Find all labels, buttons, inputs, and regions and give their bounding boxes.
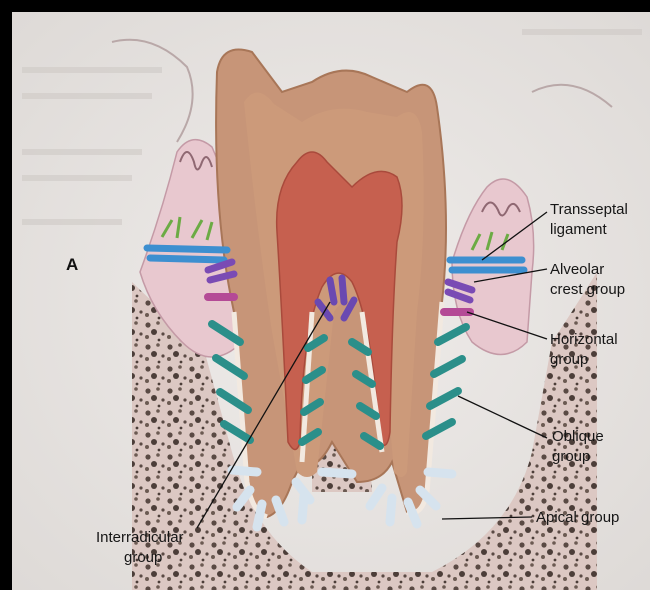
- svg-text:ligament: ligament: [550, 221, 608, 238]
- svg-text:group: group: [550, 351, 588, 368]
- svg-text:group: group: [552, 448, 590, 465]
- svg-text:group: group: [124, 549, 162, 566]
- label-apical-group: Apical group: [536, 509, 619, 526]
- svg-text:Transseptal: Transseptal: [550, 201, 628, 218]
- svg-text:Apical group: Apical group: [536, 509, 619, 526]
- panel-letter: A: [66, 255, 78, 274]
- svg-text:crest group: crest group: [550, 281, 625, 298]
- svg-text:Oblique: Oblique: [552, 428, 604, 445]
- svg-text:Interradicular: Interradicular: [96, 529, 184, 546]
- periodontal-ligament-figure: A Transseptal ligament Alveolar crest gr…: [12, 12, 650, 590]
- diagram-canvas: A Transseptal ligament Alveolar crest gr…: [12, 12, 650, 590]
- svg-text:Horizontal: Horizontal: [550, 331, 618, 348]
- svg-text:Alveolar: Alveolar: [550, 261, 604, 278]
